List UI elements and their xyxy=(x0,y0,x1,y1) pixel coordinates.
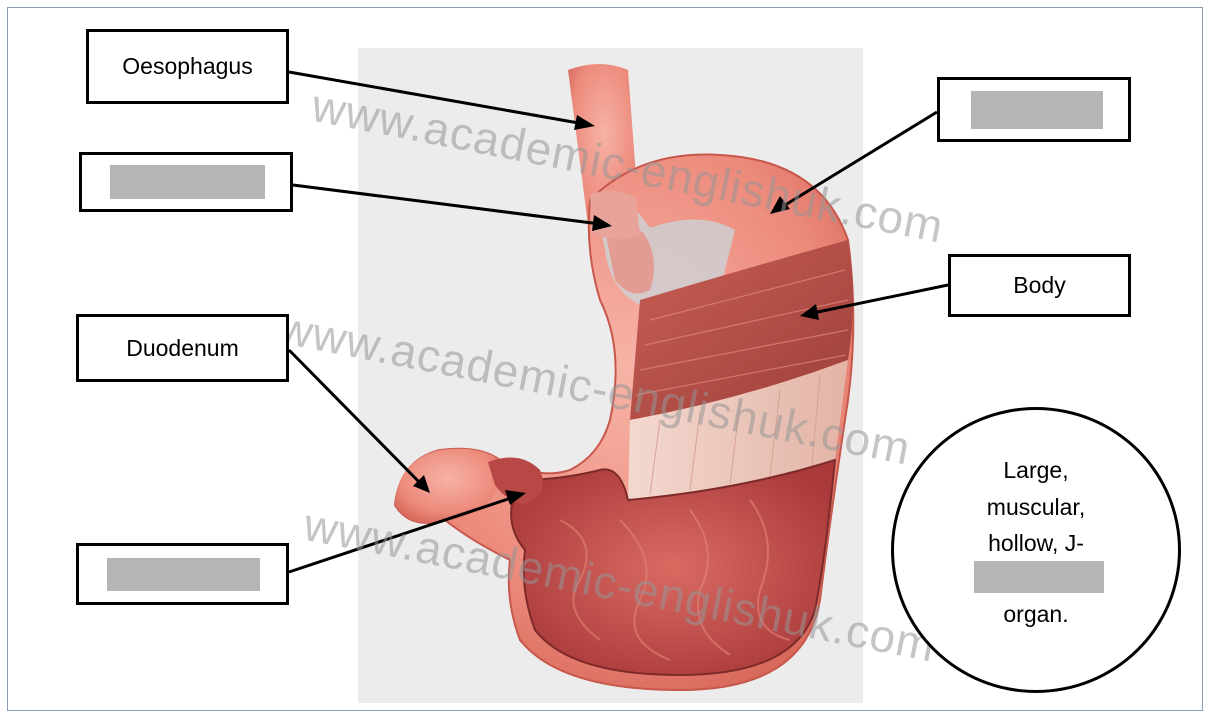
label-duodenum-text: Duodenum xyxy=(126,335,239,362)
description-circle: Large, muscular, hollow, J- organ. xyxy=(891,407,1181,693)
description-line-2: muscular, xyxy=(894,494,1178,521)
label-body-text: Body xyxy=(1013,272,1065,299)
label-fundus-blank xyxy=(937,77,1131,142)
leader-duodenum xyxy=(289,350,425,488)
leader-fundus xyxy=(777,112,937,210)
leader-oesophagus xyxy=(289,72,590,125)
redacted-answer xyxy=(110,165,265,199)
redacted-answer xyxy=(974,561,1104,593)
description-line-3: hollow, J- xyxy=(894,530,1178,557)
redacted-answer xyxy=(107,558,260,591)
label-oesophagus: Oesophagus xyxy=(86,29,289,104)
label-body: Body xyxy=(948,254,1131,317)
redacted-answer xyxy=(971,91,1103,129)
label-duodenum: Duodenum xyxy=(76,314,289,382)
description-line-5: organ. xyxy=(894,601,1178,628)
label-pylorus-blank xyxy=(76,543,289,605)
description-line-1: Large, xyxy=(894,457,1178,484)
leader-cardia xyxy=(293,185,608,225)
label-cardia-blank xyxy=(79,152,293,212)
label-oesophagus-text: Oesophagus xyxy=(122,53,252,80)
